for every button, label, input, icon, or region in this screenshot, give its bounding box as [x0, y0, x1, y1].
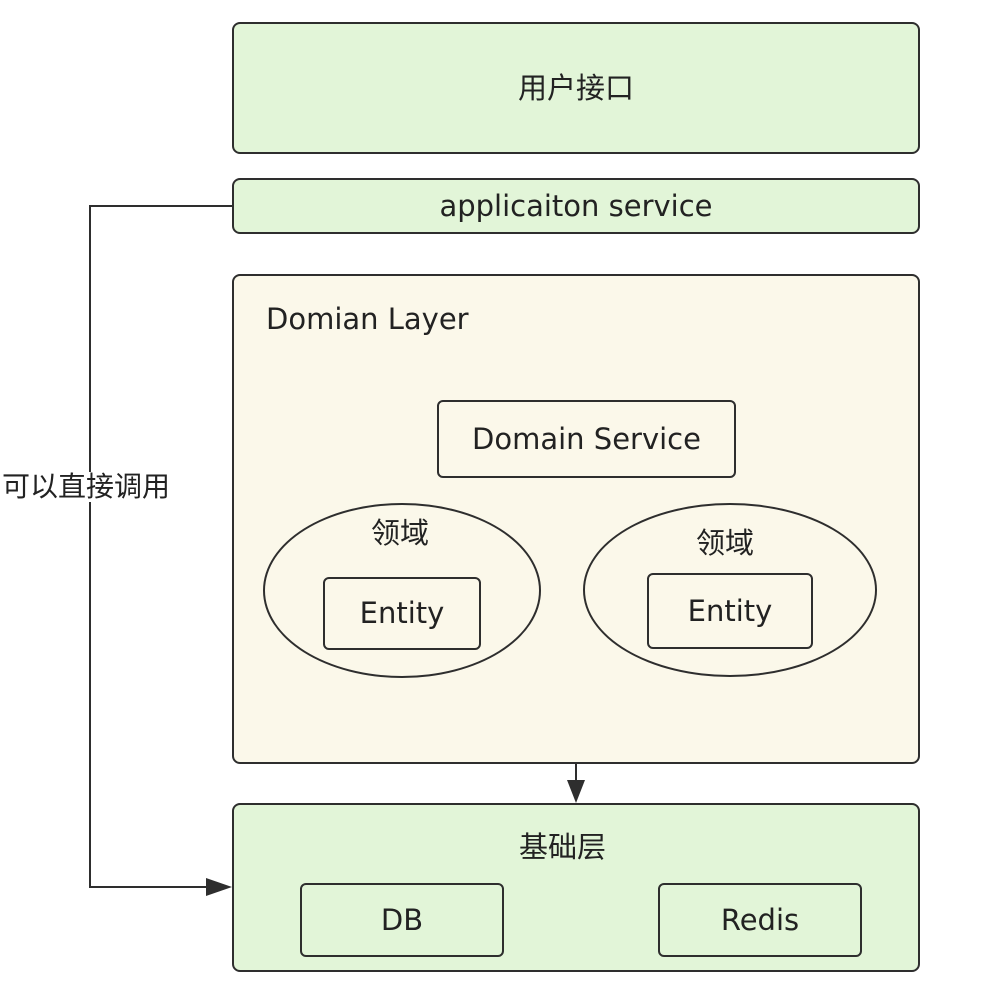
- infrastructure-label: 基础层: [519, 830, 607, 864]
- user-interface-layer[interactable]: 用户接口: [232, 22, 920, 154]
- domain-service-box[interactable]: Domain Service: [437, 400, 736, 478]
- direct-call-arrowhead: [206, 878, 232, 896]
- user-interface-label: 用户接口: [517, 70, 634, 105]
- application-service-layer[interactable]: applicaiton service: [232, 178, 920, 234]
- db-label: DB: [380, 902, 424, 937]
- domain-layer-title: Domian Layer: [266, 302, 469, 336]
- domain-to-infra-arrowhead: [567, 780, 585, 803]
- application-service-label: applicaiton service: [439, 188, 713, 223]
- domain-ellipse-left[interactable]: [263, 503, 541, 678]
- entity-box-right[interactable]: Entity: [647, 573, 813, 649]
- redis-label: Redis: [720, 902, 800, 937]
- domain-label-left: 领域: [371, 516, 430, 550]
- domain-service-label: Domain Service: [472, 421, 701, 456]
- domain-label-right: 领域: [696, 526, 755, 560]
- entity-label-right: Entity: [687, 593, 773, 628]
- domain-ellipse-right[interactable]: [583, 503, 877, 677]
- entity-box-left[interactable]: Entity: [323, 577, 481, 650]
- direct-call-connector: [89, 205, 232, 888]
- redis-box[interactable]: Redis: [658, 883, 862, 957]
- direct-call-label: 可以直接调用: [2, 470, 171, 503]
- entity-label-left: Entity: [359, 596, 445, 630]
- db-box[interactable]: DB: [300, 883, 504, 957]
